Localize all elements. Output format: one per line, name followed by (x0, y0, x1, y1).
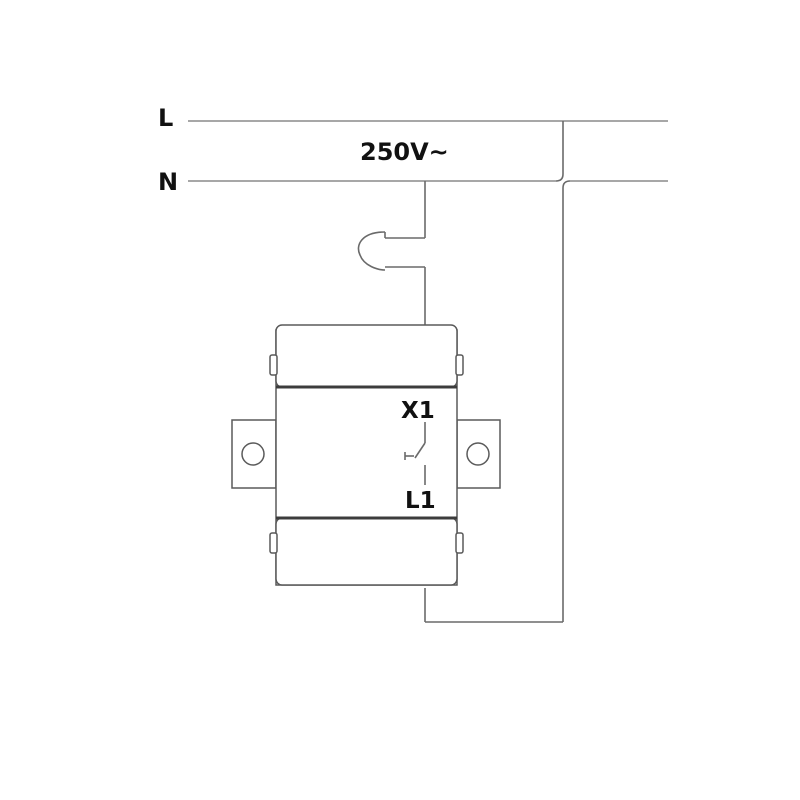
bottom-terminal-block (275, 517, 458, 586)
neutral-drop-wire (385, 181, 426, 239)
terminal-x1-label: X1 (401, 398, 435, 424)
top-terminal-block (275, 324, 458, 388)
neutral-label: N (158, 168, 178, 196)
terminal-l1-label: L1 (405, 488, 436, 514)
line-label: L (158, 104, 173, 132)
line-drop-wire (424, 121, 564, 623)
right-screw-hole (466, 442, 490, 466)
neutral-bus (188, 173, 668, 189)
top-right-clip (455, 354, 464, 376)
bottom-right-clip (455, 532, 464, 554)
lamp-symbol (357, 231, 426, 325)
top-left-clip (269, 354, 278, 376)
bottom-left-clip (269, 532, 278, 554)
left-screw-hole (241, 442, 265, 466)
voltage-label: 250V~ (360, 138, 449, 166)
switch-module (231, 324, 501, 586)
switch-contact-symbol (404, 422, 426, 485)
